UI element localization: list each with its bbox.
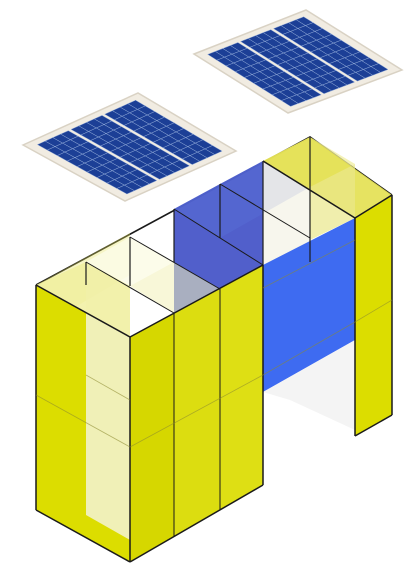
solar-panel-right <box>194 10 402 113</box>
front-face-module-2 <box>174 289 220 536</box>
solar-panel-left <box>23 93 236 201</box>
front-face-module-1 <box>130 313 174 562</box>
right-pillar-side <box>355 195 392 436</box>
modular-building <box>36 137 392 562</box>
front-face-module-3 <box>220 265 263 510</box>
solar-panel-left-cells <box>37 100 222 194</box>
solar-panel-right-cells <box>208 17 388 107</box>
